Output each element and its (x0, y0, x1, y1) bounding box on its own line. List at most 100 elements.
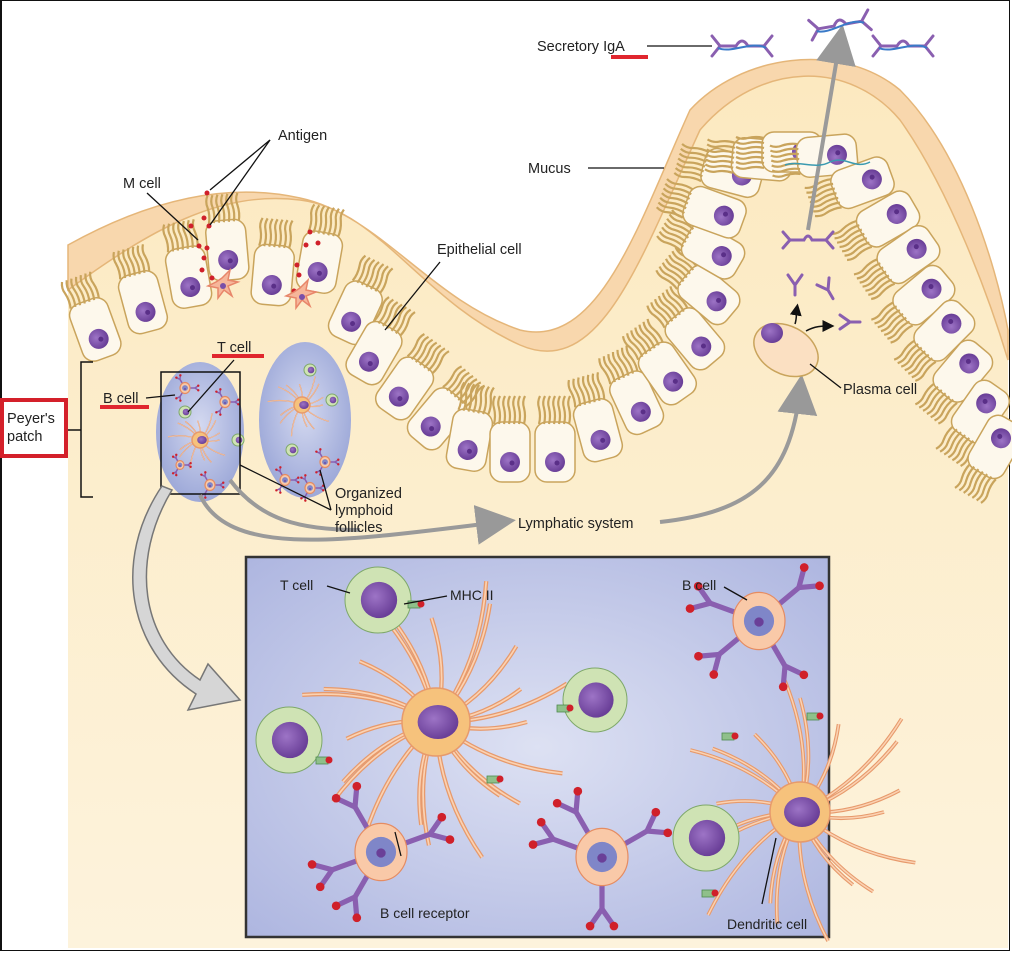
label-plasma-cell: Plasma cell (843, 382, 917, 398)
epithelial-cell (646, 286, 726, 371)
mhc-ii-complex (806, 712, 824, 721)
secretory-iga (807, 8, 873, 42)
lymphatic-arrow-2 (228, 478, 361, 532)
plasma-arrow-2 (805, 320, 835, 333)
dendritic-cell (267, 376, 330, 437)
mhc-ii-complex (486, 775, 504, 784)
b-cell (175, 374, 200, 402)
inset-label-dendritic-cell: Dendritic cell (727, 916, 807, 932)
label-follicles: follicles (335, 520, 383, 536)
b-cell (315, 448, 340, 476)
b-cell-receptor (404, 831, 431, 846)
b-cell (215, 388, 240, 416)
epithelial-cell (567, 372, 624, 463)
t-cell (562, 667, 628, 733)
b-cell-receptor (709, 600, 736, 615)
iga-highlight-underline (611, 55, 648, 59)
b-cell-receptor (717, 635, 741, 657)
label-organized: Organized (335, 486, 402, 502)
label-peyers-patch-line1: Peyer's (7, 411, 55, 427)
epithelial-cell (374, 333, 450, 421)
mhc-ii-complex (701, 889, 719, 898)
epithelial-cell (406, 365, 486, 451)
b-cell-receptor (331, 858, 358, 873)
peyers-patch-bracket (68, 361, 93, 498)
zoom-in-arrow (132, 485, 242, 712)
mucus-layer (67, 58, 1009, 361)
epithelial-cell (445, 381, 495, 472)
secretory-iga (710, 34, 774, 58)
b-cell-receptor (777, 585, 801, 607)
epithelial-cell (345, 296, 416, 386)
lymphatic-arrow-1 (198, 494, 516, 545)
t-cell (178, 405, 192, 419)
inset-leader-lines (326, 585, 777, 905)
label-lymphatic-system: Lymphatic system (518, 516, 634, 532)
b-cell (300, 474, 325, 502)
epithelial-cell (655, 178, 747, 239)
epithelial-cell (162, 219, 213, 309)
leader-lines (145, 45, 842, 511)
epithelial-layer (60, 131, 1012, 504)
mhc-ii-complex (721, 732, 739, 741)
dendritic-cell (167, 413, 226, 470)
t-cell (285, 443, 299, 457)
label-peyers-patch-line2: patch (7, 429, 43, 445)
t-cell (255, 706, 323, 774)
label-antigen: Antigen (278, 128, 327, 144)
plasma-arrow-1 (789, 303, 802, 325)
label-m-cell: M cell (123, 176, 161, 192)
label-lymphoid: lymphoid (335, 503, 393, 519)
antibody (815, 276, 835, 301)
t-cell (303, 363, 317, 377)
mhc-ii-complex (407, 600, 425, 609)
antibody (838, 313, 862, 331)
iga-dimer (781, 230, 835, 250)
epithelial-cell (621, 318, 698, 406)
follicle-zoom-box (160, 371, 241, 495)
b-cell (307, 781, 455, 923)
t-cell-highlight-underline (212, 354, 264, 358)
dendritic-cell (302, 581, 569, 859)
t-cell (344, 566, 412, 634)
epithelial-cell (853, 224, 941, 301)
dendritic-cell (689, 680, 916, 942)
label-b-cell: B cell (103, 391, 138, 407)
b-cell-receptor (769, 642, 788, 668)
secretory-iga (871, 34, 935, 58)
label-epithelial-cell: Epithelial cell (437, 242, 522, 258)
mhc-ii-complex (556, 704, 574, 713)
b-cell-receptor (352, 805, 371, 831)
b-cell-receptor (552, 836, 579, 851)
epithelial-cell (112, 244, 169, 335)
b-cell (685, 563, 824, 692)
inset-cells (255, 563, 916, 942)
inset-label-mhc-ii: MHC II (450, 587, 494, 603)
label-secretory-iga: Secretory IgA (537, 39, 625, 55)
inset-label-t-cell: T cell (280, 577, 313, 593)
iga-secretion-arrow (806, 24, 856, 231)
antibody (786, 273, 804, 297)
inset-label-b-cell-receptor: B cell receptor (380, 905, 470, 921)
m-cell-dendritic-cell (205, 267, 319, 311)
follicle-cells (167, 363, 340, 502)
secretory-component (784, 159, 871, 166)
b-cell (275, 466, 300, 494)
epithelial-cell (250, 217, 295, 307)
plasma-cell (753, 322, 819, 378)
peyers-patch-highlight-box: Peyer's patch (0, 398, 68, 458)
epithelial-cell (914, 339, 994, 425)
epithelial-cell (893, 299, 976, 382)
iga-antibodies (781, 230, 862, 331)
b-cell-receptor (623, 828, 649, 847)
t-cell (325, 393, 339, 407)
b-cell-receptor (352, 873, 371, 899)
b-cell-highlight-underline (100, 405, 149, 409)
label-mucus: Mucus (528, 161, 571, 177)
epithelial-cell (598, 345, 665, 436)
lymphatic-to-plasma-arrow (659, 374, 818, 524)
epithelial-cell (954, 414, 1012, 504)
b-cell-receptor (573, 810, 592, 836)
